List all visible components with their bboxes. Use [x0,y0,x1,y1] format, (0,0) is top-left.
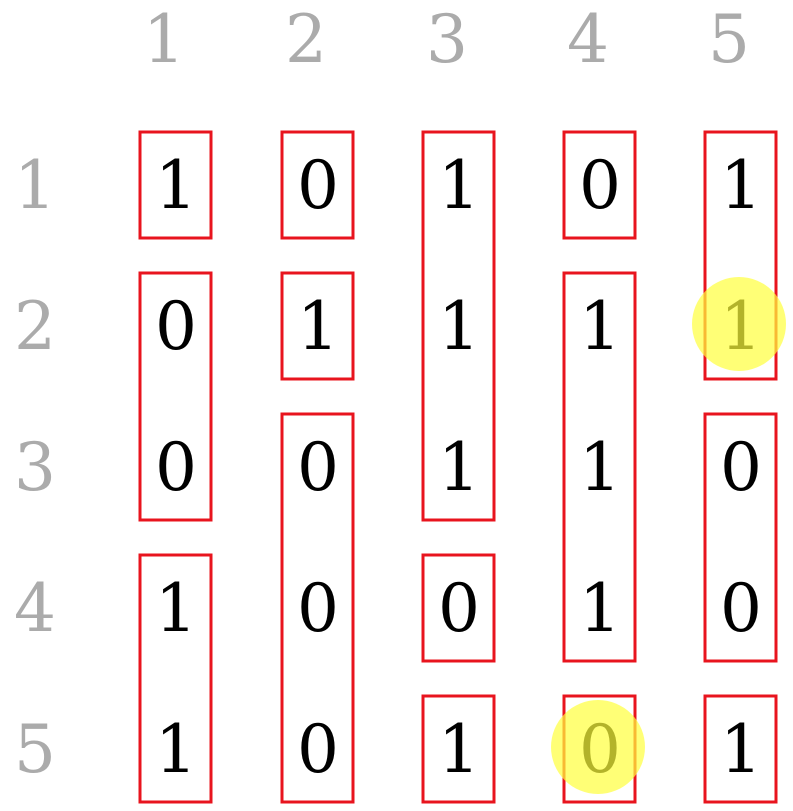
cell-r3-c3: 1 [438,429,480,506]
column-header-2: 2 [285,1,327,78]
cell-r2-c1: 0 [155,288,197,365]
cell-r4-c3: 0 [438,570,480,647]
highlight-markers [551,277,786,794]
run-box-col2-1 [280,130,355,240]
column-header-3: 3 [426,1,468,78]
cell-r1-c5: 1 [720,147,762,224]
matrix-cells: 1010101111001101001010101 [155,147,762,788]
column-header-5: 5 [708,1,750,78]
cell-r4-c1: 1 [155,570,197,647]
cell-r2-c2: 1 [297,288,339,365]
cell-r4-c4: 1 [579,570,621,647]
cell-r3-c5: 0 [720,429,762,506]
run-box-col3-3 [421,694,496,804]
column-header-1: 1 [143,1,185,78]
run-box-col4-2 [562,271,637,663]
highlight-marker-2 [551,700,645,794]
run-box-col1-1 [138,130,213,240]
run-box-col5-3 [703,694,778,804]
cell-r1-c3: 1 [438,147,480,224]
run-box-col5-1 [703,130,778,381]
row-header-5: 5 [14,711,56,788]
cell-r1-c1: 1 [155,147,197,224]
run-box-col5-2 [703,412,778,663]
column-headers: 1 2 3 4 5 [143,1,750,78]
run-box-col3-1 [421,130,496,522]
cell-r3-c4: 1 [579,429,621,506]
run-boxes [138,130,778,804]
run-box-col1-2 [138,271,213,522]
highlight-marker-1 [692,277,786,371]
cell-r1-c4: 0 [579,147,621,224]
cell-r1-c2: 0 [297,147,339,224]
run-box-col2-3 [280,412,355,804]
cell-r5-c2: 0 [297,711,339,788]
run-box-col2-2 [280,271,355,381]
row-headers: 1 2 3 4 5 [14,147,56,788]
row-header-1: 1 [14,147,56,224]
row-header-2: 2 [14,288,56,365]
run-box-col1-3 [138,553,213,804]
cell-r2-c3: 1 [438,288,480,365]
cell-r3-c2: 0 [297,429,339,506]
cell-r5-c5: 1 [720,711,762,788]
cell-r5-c3: 1 [438,711,480,788]
run-box-col4-1 [562,130,637,240]
column-header-4: 4 [567,1,609,78]
cell-r3-c1: 0 [155,429,197,506]
row-header-3: 3 [14,429,56,506]
row-header-4: 4 [14,570,56,647]
cell-r5-c1: 1 [155,711,197,788]
run-box-col3-2 [421,553,496,663]
cell-r4-c5: 0 [720,570,762,647]
cell-r2-c4: 1 [579,288,621,365]
cell-r4-c2: 0 [297,570,339,647]
